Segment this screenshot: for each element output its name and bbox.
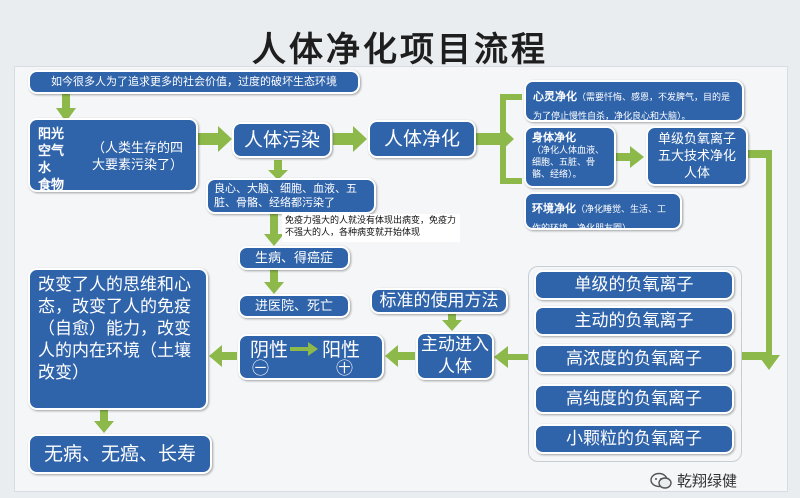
ion-tech-label: 单级负氧离子五大技术净化人体 <box>657 131 736 181</box>
active-enter-box: 主动进入人体 <box>416 332 494 380</box>
ion-item-5: 小颗粒的负氧离子 <box>534 424 734 454</box>
neg-pos-arrow-icon <box>290 342 318 356</box>
env-purify-desc: （净化睡觉、生活、工作的环境，净化朋友圈）。 <box>532 205 667 230</box>
no-disease-box: 无病、无癌、长寿 <box>28 434 212 474</box>
life-elements-box: 阳光 空气 水 食物 （人类生存的四大要素污染了） <box>28 118 198 192</box>
ion-item-2-label: 主动的负氧离子 <box>574 311 694 331</box>
ion-item-5-label: 小颗粒的负氧离子 <box>566 429 702 449</box>
standard-usage-label: 标准的使用方法 <box>379 291 499 311</box>
ion-item-4-label: 高纯度的负氧离子 <box>566 389 702 409</box>
ion-item-3-label: 高浓度的负氧离子 <box>566 349 702 369</box>
negative-label: 阴性 <box>250 339 289 361</box>
body-purify-box: 人体净化 <box>368 120 476 158</box>
watermark: 乾翔绿健 <box>650 470 737 491</box>
hospital-death-box: 进医院、死亡 <box>238 294 350 318</box>
sick-cancer-box: 生病、得癌症 <box>238 246 350 270</box>
body-cleanse-title: 身体净化 <box>532 131 576 144</box>
env-purify-box: 环境净化（净化睡觉、生活、工作的环境，净化朋友圈）。 <box>524 192 682 230</box>
immunity-note: 免疫力强大的人就没有体现出病变，免疫力不强大的人，各种病变就开始体现 <box>282 214 460 242</box>
neg-pos-box: 阴性 阳性 ㊀ ㊉ <box>238 334 384 380</box>
life-elements-note: （人类生存的四大要素污染了） <box>92 141 184 173</box>
top-banner-box: 如今很多人为了追求更多的社会价值，过度的破坏生态环境 <box>28 70 360 94</box>
body-pollution-label: 人体污染 <box>243 128 320 151</box>
polluted-organs-box: 良心、大脑、细胞、血液、五脏、骨骼、经络都污染了 <box>206 178 376 214</box>
body-cleanse-box: 身体净化 （净化人体血液、细胞、五脏、骨骼、经络）。 <box>524 126 616 188</box>
ion-item-3: 高浓度的负氧离子 <box>534 344 734 374</box>
ion-item-2: 主动的负氧离子 <box>534 306 734 336</box>
mind-purify-box: 心灵净化（需要忏悔、感恩，不发脾气，目的是为了停止慢性自杀，净化良心和大脑）。 <box>524 80 744 122</box>
change-mind-text: 改变了人的思维和心态，改变了人的免疫（自愈）能力，改变人的内在环境（土壤改变） <box>38 275 191 383</box>
ion-tech-box: 单级负氧离子五大技术净化人体 <box>646 126 748 186</box>
wechat-icon <box>650 472 672 489</box>
no-disease-label: 无病、无癌、长寿 <box>43 442 196 465</box>
top-banner-text: 如今很多人为了追求更多的社会价值，过度的破坏生态环境 <box>51 75 337 88</box>
ion-item-1: 单级的负氧离子 <box>534 270 734 300</box>
ion-item-4: 高纯度的负氧离子 <box>534 384 734 414</box>
body-pollution-box: 人体污染 <box>232 122 332 158</box>
mind-purify-title: 心灵净化 <box>533 90 577 103</box>
plus-icon: ㊉ <box>336 359 353 379</box>
ion-item-1-label: 单级的负氧离子 <box>574 275 694 295</box>
mind-purify-desc: （需要忏悔、感恩，不发脾气，目的是为了停止慢性自杀，净化良心和大脑）。 <box>533 93 731 122</box>
body-cleanse-desc: （净化人体血液、细胞、五脏、骨骼、经络）。 <box>532 146 605 180</box>
hospital-death-label: 进医院、死亡 <box>254 298 333 314</box>
watermark-text: 乾翔绿健 <box>677 472 738 490</box>
minus-icon: ㊀ <box>252 359 269 379</box>
body-purify-label: 人体净化 <box>383 127 460 150</box>
change-mind-box: 改变了人的思维和心态，改变了人的免疫（自愈）能力，改变人的内在环境（土壤改变） <box>28 268 208 410</box>
sick-cancer-label: 生病、得癌症 <box>254 250 333 266</box>
active-enter-label: 主动进入人体 <box>421 335 489 377</box>
page-title: 人体净化项目流程 <box>252 30 548 70</box>
immunity-note-text: 免疫力强大的人就没有体现出病变，免疫力不强大的人，各种病变就开始体现 <box>285 216 457 238</box>
polluted-organs-text: 良心、大脑、细胞、血液、五脏、骨骼、经络都污染了 <box>214 182 357 209</box>
life-elements-list: 阳光 空气 水 食物 <box>38 127 65 192</box>
env-purify-title: 环境净化 <box>532 202 576 215</box>
positive-label: 阳性 <box>322 339 361 361</box>
standard-usage-box: 标准的使用方法 <box>370 288 508 314</box>
